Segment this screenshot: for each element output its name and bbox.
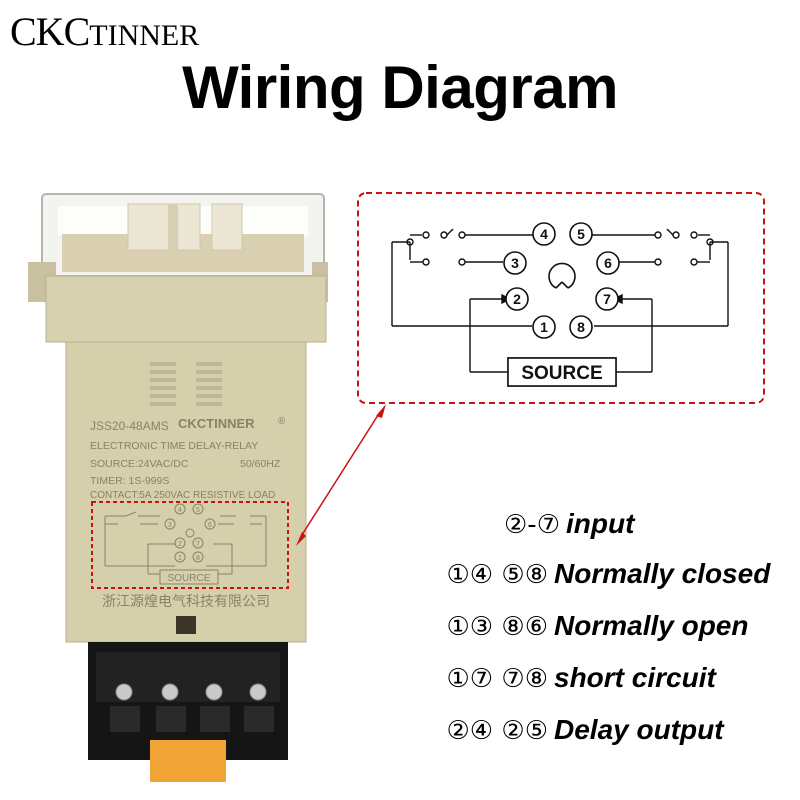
frequency-label: 50/60HZ bbox=[240, 458, 281, 470]
panel-pin-2: 2 bbox=[178, 541, 182, 548]
legend-text: Delay output bbox=[554, 714, 724, 745]
legend-text: input bbox=[566, 508, 635, 539]
socket-key-notch bbox=[548, 262, 576, 289]
panel-diagram-highlight bbox=[91, 501, 289, 589]
brand-main: CKC bbox=[10, 9, 90, 54]
pin-2: 2 bbox=[513, 291, 521, 307]
timer-label: TIMER: 1S-999S bbox=[90, 475, 169, 487]
relay-upper-body bbox=[45, 275, 327, 343]
legend-text: short circuit bbox=[554, 662, 716, 693]
manufacturer-label: 浙江源煌电气科技有限公司 bbox=[102, 594, 270, 610]
page-title: Wiring Diagram bbox=[182, 54, 618, 121]
pointer-line bbox=[299, 411, 381, 539]
pin-circles bbox=[503, 222, 620, 339]
product-type-label: ELECTRONIC TIME DELAY-RELAY bbox=[90, 440, 258, 452]
panel-pin-1: 1 bbox=[178, 555, 182, 562]
registered-mark: ® bbox=[278, 416, 286, 427]
legend-text: Normally closed bbox=[554, 558, 771, 589]
pin-6: 6 bbox=[604, 255, 612, 271]
pin-4: 4 bbox=[540, 226, 548, 242]
panel-source-label: SOURCE bbox=[168, 573, 211, 584]
legend-pins: ②④ ②⑤ bbox=[446, 716, 549, 746]
model-label: JSS20-48AMS bbox=[90, 419, 169, 433]
panel-brand-label: CKCTINNER bbox=[178, 416, 255, 431]
legend-pins: ①③ ⑧⑥ bbox=[446, 612, 549, 642]
pin-7: 7 bbox=[603, 291, 611, 307]
panel-pin-4: 4 bbox=[178, 507, 182, 514]
brand-sub: TINNER bbox=[89, 19, 200, 52]
panel-pin-3: 3 bbox=[168, 522, 172, 529]
brand-logo: CKCTINNER bbox=[10, 12, 199, 52]
socket-release-tab bbox=[150, 740, 226, 782]
legend-pins: ①⑦ ⑦⑧ bbox=[446, 664, 549, 694]
panel-pin-7: 7 bbox=[196, 541, 200, 548]
pin-5: 5 bbox=[577, 226, 585, 242]
pin-8: 8 bbox=[577, 319, 585, 335]
relay-front-panel bbox=[65, 341, 307, 643]
pin-1: 1 bbox=[540, 319, 548, 335]
legend-text: Normally open bbox=[554, 610, 749, 641]
source-box bbox=[507, 357, 617, 387]
panel-pin-6: 6 bbox=[208, 522, 212, 529]
pin-3: 3 bbox=[511, 255, 519, 271]
diagram-highlight-box bbox=[357, 192, 765, 404]
legend-pins: ②-⑦ bbox=[504, 510, 560, 540]
panel-pin-5: 5 bbox=[196, 507, 200, 514]
panel-wiring-diagram bbox=[104, 503, 267, 585]
source-label: SOURCE:24VAC/DC bbox=[90, 458, 189, 470]
source-box-label: SOURCE bbox=[521, 363, 602, 384]
legend-pins: ①④ ⑤⑧ bbox=[446, 560, 549, 590]
contact-rating-label: CONTACT:5A 250VAC RESISTIVE LOAD bbox=[90, 490, 275, 501]
panel-pin-8: 8 bbox=[196, 555, 200, 562]
